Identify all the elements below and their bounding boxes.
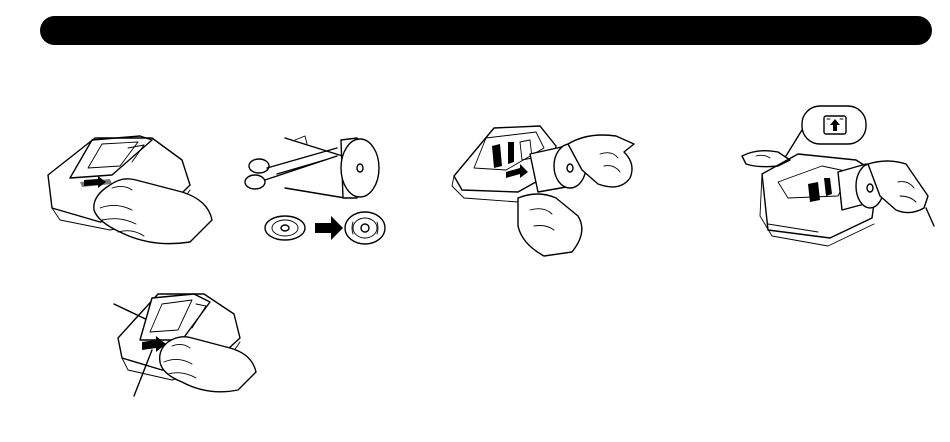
calculator-cover-close-icon: [112, 290, 262, 400]
figure-close-paper-cover: [112, 290, 262, 400]
section-header-bar: [40, 16, 932, 45]
figure-open-paper-cover: [40, 130, 220, 255]
scissors-paper-roll-icon: [245, 130, 405, 255]
figure-cut-paper-end: [245, 130, 405, 255]
paper-roll-insert-icon: [448, 118, 648, 258]
paper-feed-key-icon: [738, 100, 938, 250]
figure-press-paper-feed-key: [738, 100, 938, 250]
figure-insert-paper-roll: [448, 118, 648, 258]
calculator-hand-cover-icon: [40, 130, 220, 255]
